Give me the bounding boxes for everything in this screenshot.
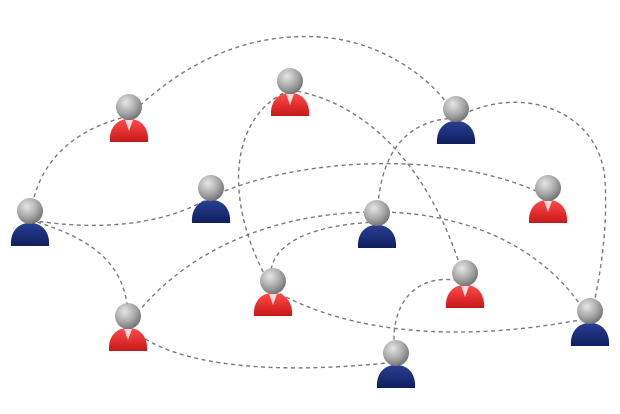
edge-p10-p11	[127, 324, 397, 369]
person-head	[535, 175, 561, 201]
person-head	[198, 175, 224, 201]
person-icon	[270, 68, 310, 116]
person-head	[577, 298, 603, 324]
person-icon	[108, 303, 148, 351]
person-head	[364, 200, 390, 226]
person-head	[260, 268, 286, 294]
person-body	[436, 121, 476, 144]
person-icon	[357, 200, 397, 248]
edge-p10-p7	[127, 211, 378, 326]
person-body	[357, 225, 397, 248]
edge-p2-p8	[237, 89, 291, 291]
collar-shape	[124, 329, 132, 340]
edge-p9-p11	[393, 278, 466, 363]
edge-p1-p3	[128, 35, 457, 119]
edge-p7-p9	[270, 221, 378, 291]
person-icon	[109, 94, 149, 142]
edge-p4-p6	[29, 196, 212, 227]
person-body	[376, 365, 416, 388]
person-icon	[436, 96, 476, 144]
person-head	[277, 68, 303, 94]
person-head	[383, 340, 409, 366]
person-body	[191, 200, 231, 223]
person-body	[10, 223, 50, 246]
person-icon	[191, 175, 231, 223]
collar-shape	[125, 120, 133, 131]
person-icon	[376, 340, 416, 388]
edge-p6-p10	[29, 219, 129, 326]
people	[10, 68, 610, 388]
collar-shape	[461, 286, 469, 297]
person-icon	[10, 198, 50, 246]
edge-p4-p5	[210, 162, 549, 198]
collar-shape	[269, 294, 277, 305]
connection-lines	[29, 35, 607, 369]
person-head	[115, 303, 141, 329]
person-icon	[253, 268, 293, 316]
edge-p3-p7	[376, 117, 457, 223]
person-head	[452, 260, 478, 286]
collar-shape	[544, 201, 552, 212]
edge-p3-p12	[455, 101, 607, 321]
person-body	[570, 323, 610, 346]
person-head	[443, 96, 469, 122]
person-head	[116, 94, 142, 120]
edge-p7-p12	[376, 211, 591, 321]
person-icon	[528, 175, 568, 223]
collar-shape	[286, 94, 294, 105]
edge-p2-p9	[289, 89, 466, 283]
person-head	[17, 198, 43, 224]
person-icon	[570, 298, 610, 346]
edge-p8-p12	[272, 289, 591, 333]
person-icon	[445, 260, 485, 308]
